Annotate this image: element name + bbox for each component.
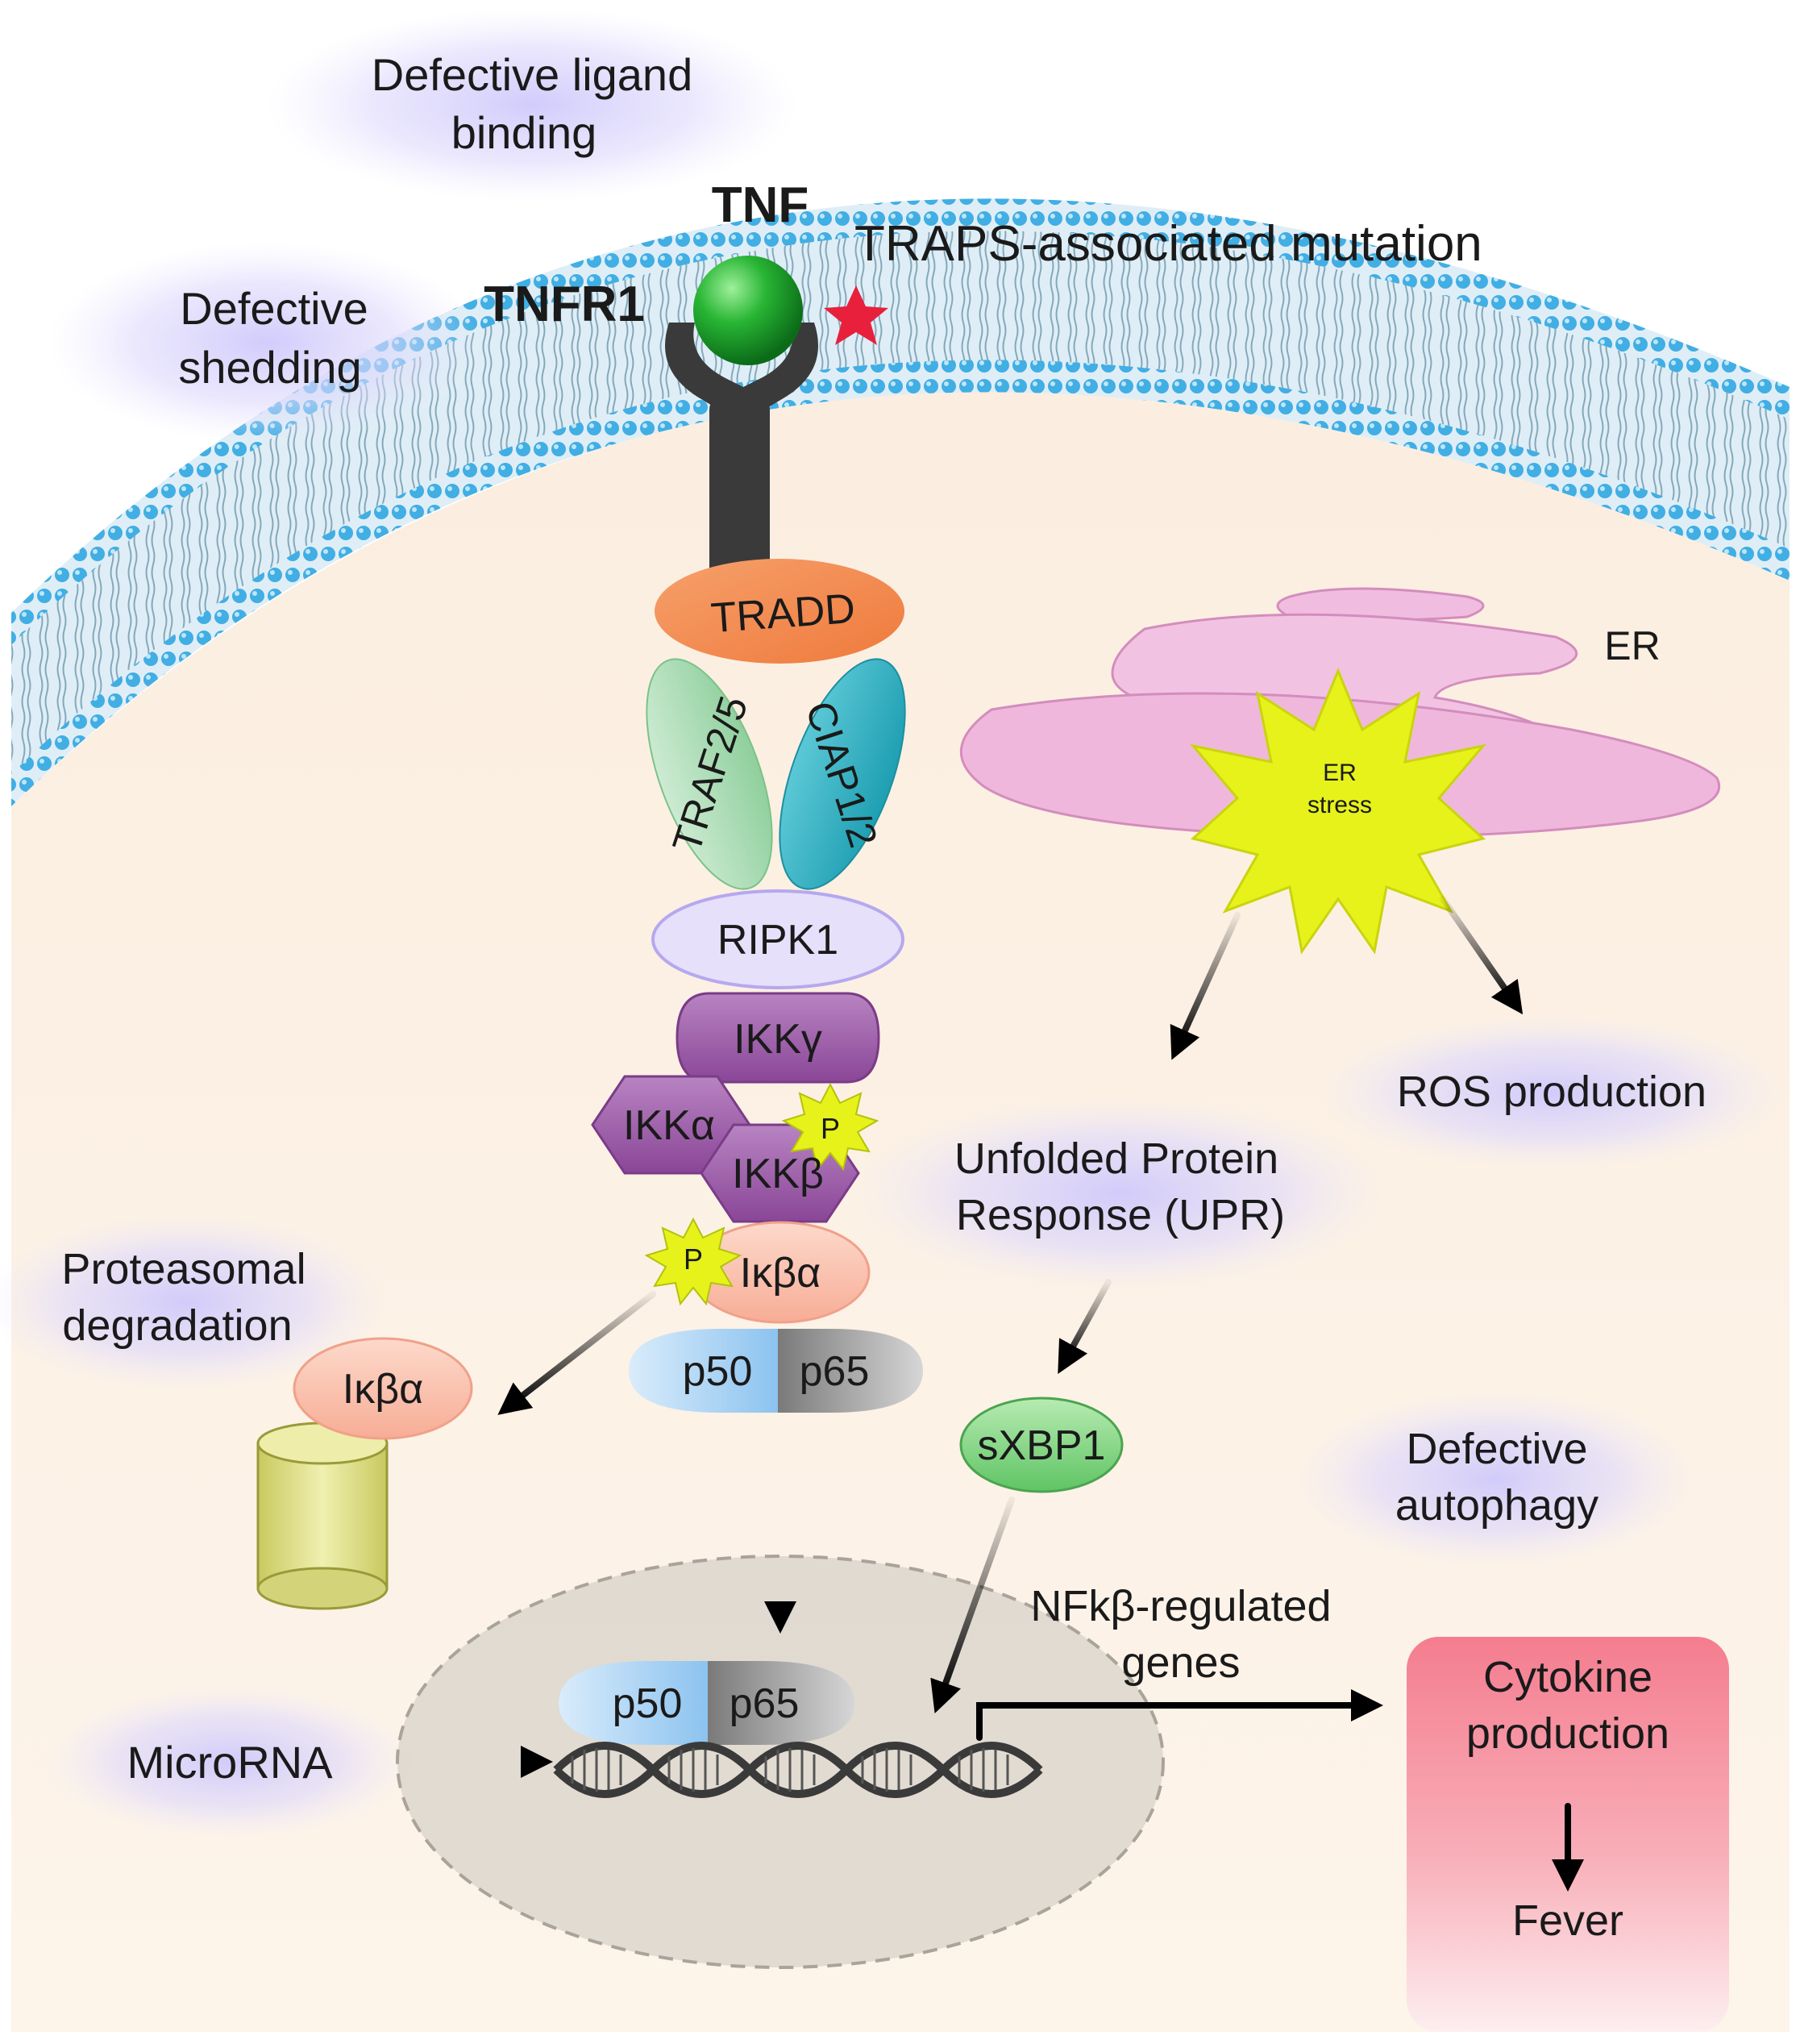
label-ikba: Iκβα — [740, 1250, 821, 1297]
label-autophagy-2: autophagy — [1395, 1481, 1598, 1530]
label-defective-shedding-1: Defective — [180, 283, 368, 334]
ikba-degraded-protein — [293, 1337, 473, 1440]
arrow-genes-to-cytokine — [976, 1689, 1383, 1741]
p50-p65-nuclear-complex — [559, 1661, 854, 1745]
label-p50-nucleus: p50 — [613, 1680, 683, 1727]
er-stress-starburst — [1190, 668, 1486, 955]
label-upr-1: Unfolded Protein — [954, 1134, 1278, 1183]
arrow-er-to-upr — [1170, 912, 1241, 1060]
label-p65: p65 — [800, 1348, 870, 1395]
arrow-er-to-ros — [1440, 896, 1524, 1015]
label-ikkg: IKKγ — [734, 1016, 822, 1063]
p50-p65-complex — [629, 1329, 923, 1413]
proteasome — [256, 1422, 389, 1610]
label-upr-2: Response (UPR) — [956, 1191, 1285, 1239]
halo-ligand — [266, 8, 798, 202]
label-tnfr1: TNFR1 — [484, 277, 645, 332]
label-er-stress-1: ER — [1323, 760, 1357, 786]
halo-upr — [854, 1097, 1386, 1290]
label-nfkb-genes-2: genes — [1121, 1638, 1240, 1687]
arrow-sxbp1-to-dna — [930, 1497, 1015, 1714]
ciap-protein — [779, 658, 906, 890]
halo-proteasomal — [0, 1213, 387, 1391]
label-sxbp1: sXBP1 — [978, 1422, 1106, 1469]
halo-shedding — [48, 242, 484, 443]
halo-microrna — [44, 1685, 415, 1838]
label-nfkb-genes-1: NFkβ-regulated — [1030, 1582, 1331, 1630]
label-proteasomal-2: degradation — [62, 1301, 292, 1350]
label-traps-mutation: TRAPS-associated mutation — [854, 216, 1482, 272]
label-defective-shedding-2: shedding — [178, 342, 361, 393]
label-ikkb: IKKβ — [732, 1151, 824, 1197]
label-p50: p50 — [683, 1348, 753, 1395]
traf-protein — [646, 658, 773, 890]
halo-autophagy — [1294, 1391, 1697, 1568]
label-cytokine-1: Cytokine — [1483, 1653, 1652, 1701]
label-defective-ligand-2: binding — [451, 107, 597, 158]
label-tnf: TNF — [712, 177, 809, 233]
halo-ros — [1318, 1016, 1785, 1169]
arrow-upr-to-sxbp1 — [1058, 1279, 1112, 1375]
tradd-protein — [655, 559, 904, 664]
label-fever: Fever — [1512, 1896, 1623, 1945]
mutation-star — [824, 285, 888, 345]
tnf-ligand — [693, 256, 803, 365]
label-phospho-ikkb: P — [821, 1112, 840, 1145]
label-defective-ligand-1: Defective ligand — [372, 49, 692, 100]
phospho-ikkb-star — [781, 1082, 879, 1172]
label-proteasomal-1: Proteasomal — [61, 1245, 306, 1293]
label-cytokine-2: production — [1466, 1709, 1669, 1758]
arrows — [364, 896, 1584, 1892]
ikkg-protein — [676, 992, 880, 1084]
label-autophagy-1: Defective — [1406, 1425, 1587, 1473]
label-ikka: IKKα — [623, 1102, 715, 1149]
label-ripk1: RIPK1 — [717, 917, 838, 964]
arrow-ikba-to-degradation — [497, 1291, 656, 1415]
dna-helix — [553, 1742, 1043, 1798]
label-tradd: TRADD — [709, 585, 857, 642]
label-p65-nucleus: p65 — [730, 1680, 800, 1727]
label-ros: ROS production — [1397, 1068, 1706, 1116]
ripk1-protein — [651, 889, 904, 989]
label-er: ER — [1604, 623, 1660, 668]
phospho-ikba-star — [644, 1217, 742, 1306]
label-microrna: MicroRNA — [127, 1737, 333, 1788]
sxbp1-protein — [959, 1397, 1124, 1493]
label-er-stress-2: stress — [1307, 792, 1372, 818]
label-phospho-ikba: P — [684, 1243, 703, 1276]
label-ikba-degraded: Iκβα — [343, 1366, 423, 1413]
tnfr1-receptor — [665, 323, 818, 589]
